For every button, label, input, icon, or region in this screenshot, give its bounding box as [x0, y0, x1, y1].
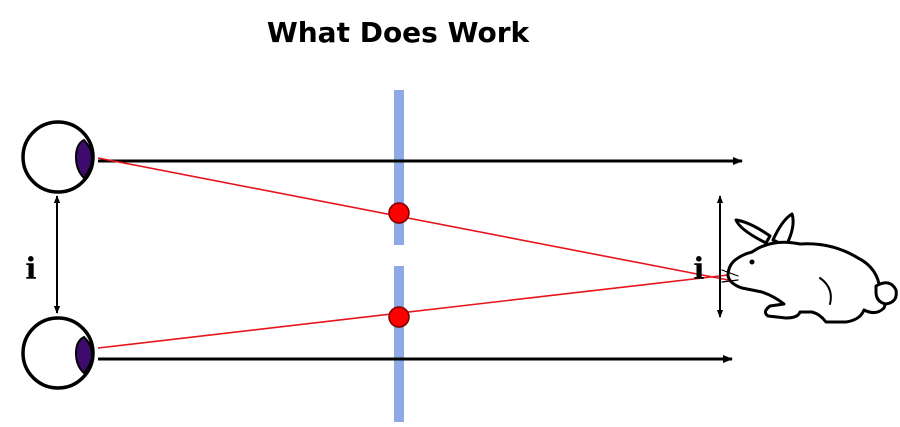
page-title: What Does Work — [267, 16, 531, 49]
bottom-screen-point — [388, 306, 410, 328]
screen-bar-bottom — [394, 266, 404, 422]
left-separation-label: i — [25, 252, 36, 287]
right-separation-label: i — [693, 252, 704, 287]
screen-bar-top — [394, 90, 404, 245]
rabbit-icon — [721, 212, 898, 324]
top-screen-point — [388, 202, 410, 224]
top-ray — [97, 157, 729, 281]
eye-icon — [21, 120, 95, 194]
bottom-ray — [97, 274, 729, 349]
eye-icon — [21, 316, 95, 390]
